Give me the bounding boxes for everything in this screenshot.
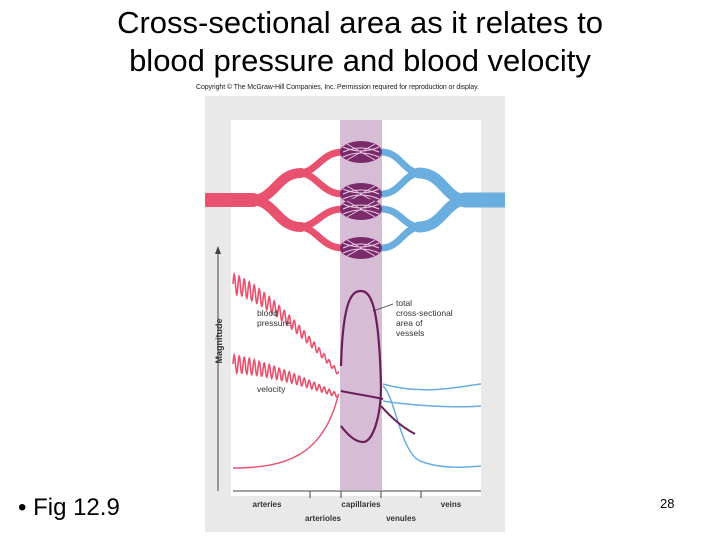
venous-tree bbox=[377, 148, 505, 252]
area-label-line2: cross-sectional bbox=[396, 308, 453, 318]
blood-pressure-curve bbox=[232, 271, 340, 375]
copyright-notice: Copyright © The McGraw-Hill Companies, I… bbox=[196, 84, 479, 91]
x-label-arteries: arteries bbox=[253, 500, 282, 509]
cross-sectional-area-curve bbox=[339, 289, 383, 444]
area-label: total cross-sectional area of vessels bbox=[396, 298, 455, 338]
x-label-arterioles: arterioles bbox=[305, 514, 342, 523]
capillary-beds bbox=[340, 141, 382, 259]
capillary-velocity-segment bbox=[380, 405, 416, 435]
arterial-area-curve bbox=[232, 395, 339, 469]
area-leader-line bbox=[372, 303, 394, 312]
area-label-line1: total bbox=[396, 298, 412, 308]
capillary-band bbox=[340, 120, 382, 490]
x-label-veins: veins bbox=[441, 500, 462, 509]
bullet-item: • Fig 12.9 bbox=[18, 494, 120, 521]
area-label-line3: area of bbox=[396, 318, 423, 328]
blood-pressure-label-line1: blood bbox=[257, 308, 278, 318]
venous-area-curve bbox=[382, 383, 482, 391]
capillary-bed-3 bbox=[340, 198, 382, 220]
capillary-pressure-segment bbox=[340, 390, 384, 400]
y-axis-label: Magnitude bbox=[214, 319, 224, 364]
bullet-text: Fig 12.9 bbox=[33, 494, 120, 521]
title-line-1: Cross-sectional area as it relates to bbox=[117, 5, 603, 40]
blood-pressure-label: blood pressure bbox=[257, 308, 290, 328]
area-label-line4: vessels bbox=[396, 328, 424, 338]
diagram-svg: Magnitude blood pressure velocity total … bbox=[205, 120, 505, 523]
page-number: 28 bbox=[660, 496, 675, 511]
x-label-venules: venules bbox=[386, 514, 416, 523]
capillary-bed-1 bbox=[340, 141, 382, 163]
capillary-bed-4 bbox=[340, 237, 382, 259]
x-label-capillaries: capillaries bbox=[341, 500, 381, 509]
velocity-curve bbox=[232, 352, 340, 399]
x-axis-ticks bbox=[309, 491, 422, 498]
title-line-2: blood pressure and blood velocity bbox=[129, 43, 591, 78]
venous-pressure-curve bbox=[382, 400, 482, 408]
y-axis-arrow-icon bbox=[215, 246, 221, 254]
velocity-label: velocity bbox=[257, 384, 286, 394]
slide-title: Cross-sectional area as it relates to bl… bbox=[0, 4, 720, 80]
arterial-tree bbox=[205, 148, 347, 252]
vessel-diagram: Magnitude blood pressure velocity total … bbox=[205, 96, 505, 532]
blood-pressure-label-line2: pressure bbox=[257, 318, 290, 328]
